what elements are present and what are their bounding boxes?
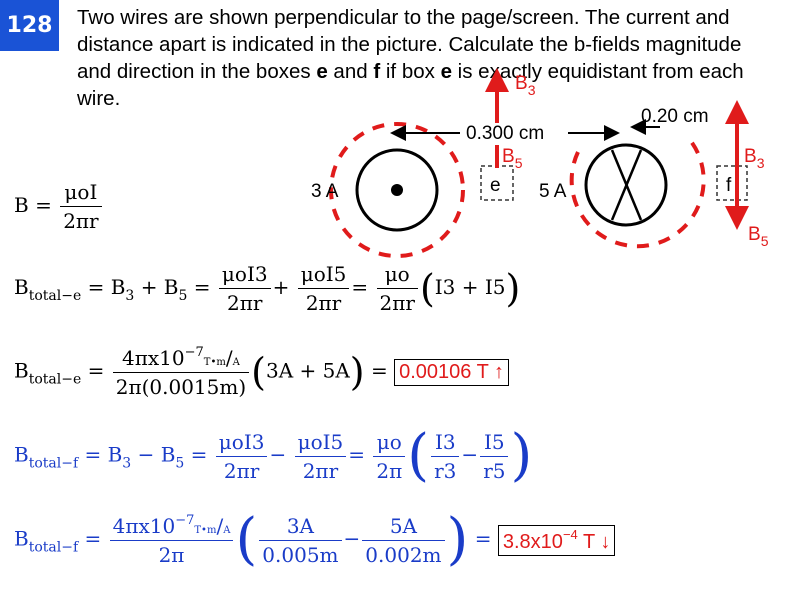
distance-label: 0.300 cm (466, 123, 545, 145)
wire-2-current: 5 A (539, 181, 567, 202)
box-f-label: f (726, 175, 732, 196)
problem-number-badge: 128 (0, 0, 59, 51)
field-line-left (329, 122, 465, 258)
b5-right-label: B5 (748, 224, 769, 249)
problem-text: and (327, 60, 374, 83)
b3-label: B3 (515, 73, 536, 98)
b3-right-label: B3 (744, 146, 765, 171)
problem-text: Two wires are shown perpendicular to the… (77, 6, 742, 83)
problem-text: is exactly equidistant from each wire. (77, 60, 744, 110)
wire-1-dot (391, 184, 403, 196)
bold-f: f (373, 60, 381, 83)
bold-e: e (440, 60, 452, 83)
box-e-label: e (490, 175, 501, 196)
field-line-right (569, 138, 706, 249)
wire-1-current: 3 A (311, 181, 339, 202)
wire-2-cross (610, 149, 643, 221)
bold-e: e (316, 60, 328, 83)
distance2-label: 0.20 cm (641, 106, 709, 127)
answer-e: 0.00106 T ↑ (394, 358, 509, 386)
answer-f: 3.8x10−4 T ↓ (497, 524, 616, 556)
b5-label: B5 (502, 146, 523, 171)
box-f (716, 165, 748, 201)
problem-text: if box (380, 60, 441, 83)
problem-statement: Two wires are shown perpendicular to the… (77, 4, 777, 112)
